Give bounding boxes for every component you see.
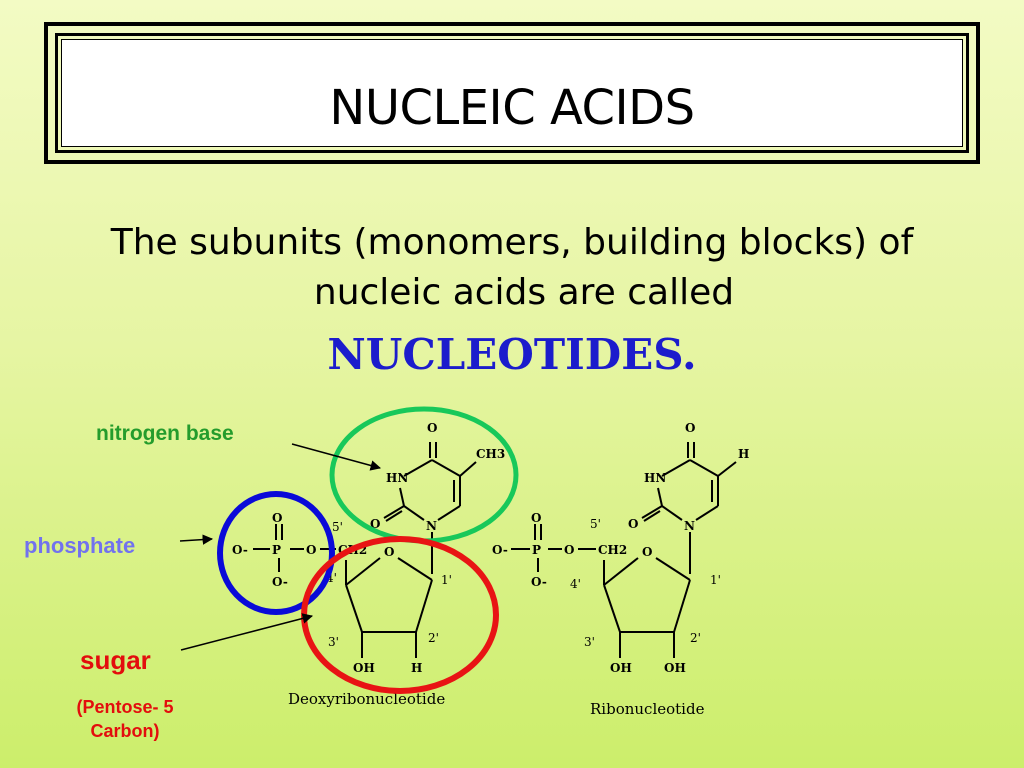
ring-bond [431, 459, 461, 477]
pos-3prime: 3' [328, 635, 339, 649]
nitrogen-base-arrow [291, 443, 382, 471]
pos-4prime: 4' [570, 577, 581, 591]
caption-deoxyribonucleotide: Deoxyribonucleotide [288, 690, 445, 708]
slide-title: NUCLEIC ACIDS [329, 80, 695, 136]
atom-h: H [738, 447, 749, 461]
pos-4prime: 4' [326, 571, 337, 585]
atom-phosphate-o-bottom: O- [531, 575, 547, 589]
phosphate-label: phosphate [24, 533, 136, 558]
pos-2prime: 2' [690, 631, 701, 645]
atom-phosphate-o-top: O [272, 511, 282, 525]
atom-ch2: CH2 [598, 543, 627, 557]
atom-phosphorus: P [272, 543, 281, 557]
sugar-circle [301, 536, 499, 694]
pos-3prime: 3' [584, 635, 595, 649]
ribo-atom-labels: O HN H O N O O- P O O- CH2 O OH OH 5' 4'… [492, 421, 749, 718]
atom-hn: HN [386, 471, 408, 485]
atom-hn: HN [644, 471, 666, 485]
atom-oh-3prime: OH [610, 661, 632, 675]
deoxyribonucleotide-structure [253, 442, 477, 658]
atom-o-top: O [685, 421, 695, 435]
ribonucleotide-structure [511, 442, 737, 658]
nitrogen-base-circle [329, 406, 519, 544]
atom-phosphorus: P [532, 543, 541, 557]
atom-oh: OH [353, 661, 375, 675]
sugar-label: sugar [80, 645, 151, 675]
body-text: The subunits (monomers, building blocks)… [40, 218, 984, 318]
atom-phosphate-o-left: O- [492, 543, 508, 557]
caption-ribonucleotide: Ribonucleotide [590, 700, 705, 718]
atom-o-ring: O [384, 545, 394, 559]
phosphate-arrow [179, 534, 214, 545]
atom-oh-2prime: OH [664, 661, 686, 675]
atom-phosphate-o-top: O [531, 511, 541, 525]
body-line-2: nucleic acids are called [313, 272, 735, 313]
atom-ch3: CH3 [476, 447, 505, 461]
ring-bond [403, 459, 433, 477]
atom-phosphate-o-right: O [306, 543, 316, 557]
phosphate-circle [217, 491, 335, 615]
body-line-1: The subunits (monomers, building blocks)… [110, 222, 914, 263]
atom-o-left: O [370, 517, 380, 531]
atom-phosphate-o-left: O- [232, 543, 248, 557]
atom-o-left: O [628, 517, 638, 531]
pos-1prime: 1' [441, 573, 452, 587]
atom-o-ring: O [642, 545, 652, 559]
pos-1prime: 1' [710, 573, 721, 587]
title-frame: NUCLEIC ACIDS [44, 22, 980, 164]
deoxy-atom-labels: O HN CH3 O N O O- P O O- CH2 O OH H 5' 4… [232, 421, 505, 708]
pos-5prime: 5' [590, 517, 601, 531]
nitrogen-base-label: nitrogen base [96, 422, 234, 445]
title-frame-fill: NUCLEIC ACIDS [61, 39, 963, 147]
pos-5prime: 5' [332, 520, 343, 534]
sugar-arrow [180, 613, 314, 651]
atom-h: H [411, 661, 422, 675]
pos-2prime: 2' [428, 631, 439, 645]
atom-phosphate-o-bottom: O- [272, 575, 288, 589]
pentose-label: (Pentose- 5 Carbon) [76, 697, 174, 741]
keyword-nucleotides: NUCLEOTIDES. [327, 330, 697, 379]
atom-n-ring: N [684, 519, 695, 533]
title-frame-inner: NUCLEIC ACIDS [55, 33, 969, 153]
atom-n-ring: N [426, 519, 437, 533]
atom-phosphate-o-right: O [564, 543, 574, 557]
atom-o-top: O [427, 421, 437, 435]
